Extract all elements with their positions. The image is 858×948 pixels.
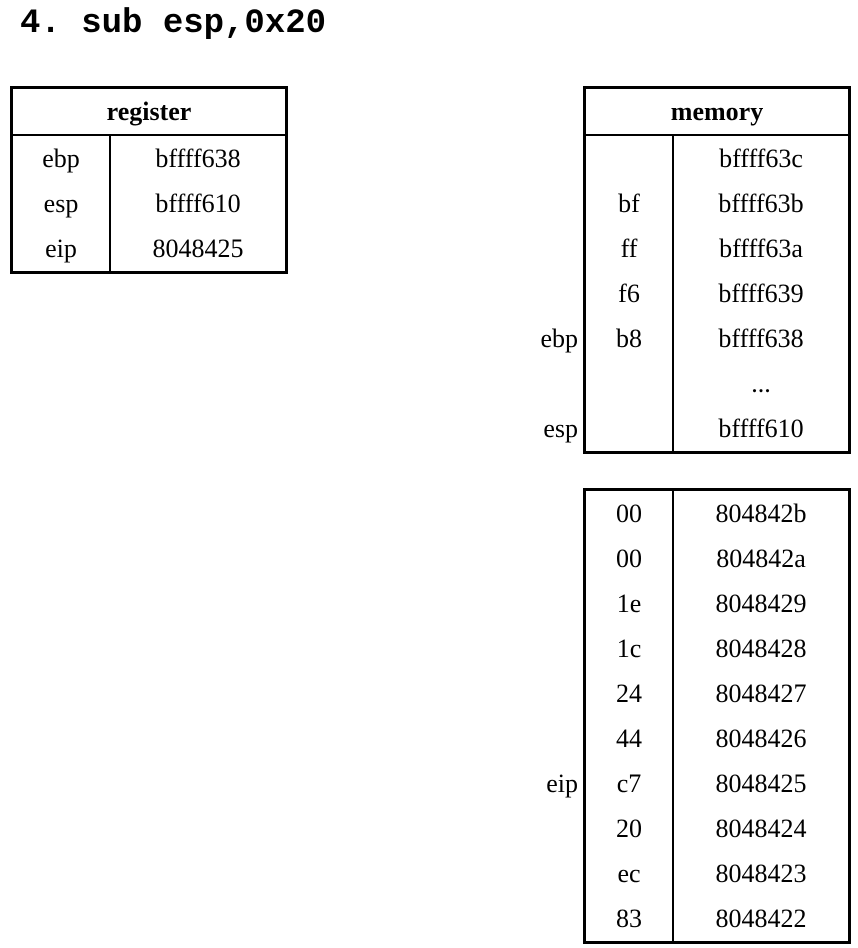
memory-byte	[584, 135, 674, 181]
memory-code-table: 00 804842b 00 804842a 1e 8048429 1c 8048428 24 80…	[583, 488, 851, 944]
code-row: c7 8048425	[584, 761, 850, 806]
memory-address: bffff610	[718, 413, 804, 443]
code-row: 24 8048427	[584, 671, 850, 716]
memory-rows: bffff63c bf bffff63b ff bffff63a f6 bffff639 b8…	[584, 135, 850, 453]
code-address: 8048429	[715, 588, 807, 618]
register-row: eip 8048425	[11, 226, 287, 273]
code-row: 1e 8048429	[584, 581, 850, 626]
pointer-esp: esp	[543, 414, 578, 443]
code-byte: 00	[584, 536, 674, 581]
register-row: esp bffff610	[11, 181, 287, 226]
code-byte: 83	[584, 896, 674, 943]
memory-byte: f6	[584, 271, 674, 316]
memory-byte: ff	[584, 226, 674, 271]
code-address: 8048428	[715, 633, 807, 663]
memory-row: f6 bffff639	[584, 271, 850, 316]
memory-byte	[584, 406, 674, 453]
code-row: ec 8048423	[584, 851, 850, 896]
memory-address: ...	[751, 368, 771, 398]
memory-byte: b8	[584, 316, 674, 361]
code-address: 8048426	[715, 723, 807, 753]
memory-header: memory	[584, 87, 850, 136]
register-name: eip	[11, 226, 111, 273]
code-byte: c7	[584, 761, 674, 806]
register-row: ebp bffff638	[11, 135, 287, 181]
code-byte: ec	[584, 851, 674, 896]
memory-byte	[584, 361, 674, 406]
code-byte: 1c	[584, 626, 674, 671]
memory-address: bffff63c	[719, 143, 803, 173]
register-name: ebp	[11, 135, 111, 181]
code-byte: 20	[584, 806, 674, 851]
code-row: 00 804842b	[584, 489, 850, 536]
register-name: esp	[11, 181, 111, 226]
memory-row: b8 bffff638	[584, 316, 850, 361]
memory-byte: bf	[584, 181, 674, 226]
code-byte: 24	[584, 671, 674, 716]
instruction-title: 4. sub esp,0x20	[20, 5, 327, 43]
memory-row: ...	[584, 361, 850, 406]
code-row: 00 804842a	[584, 536, 850, 581]
code-row: 1c 8048428	[584, 626, 850, 671]
code-address: 8048427	[715, 678, 807, 708]
code-address: 804842b	[715, 498, 807, 528]
register-value: bffff610	[155, 188, 241, 218]
code-row: 44 8048426	[584, 716, 850, 761]
code-address: 8048424	[715, 813, 807, 843]
register-value: 8048425	[152, 233, 244, 263]
register-value: bffff638	[155, 143, 241, 173]
memory-address: bffff638	[718, 323, 804, 353]
register-rows: ebp bffff638 esp bffff610 eip 8048425	[11, 135, 287, 273]
code-row: 83 8048422	[584, 896, 850, 943]
code-rows: 00 804842b 00 804842a 1e 8048429 1c 8048428 24 80…	[584, 489, 850, 943]
code-row: 20 8048424	[584, 806, 850, 851]
memory-address: bffff63a	[719, 233, 803, 263]
code-byte: 1e	[584, 581, 674, 626]
memory-address: bffff63b	[718, 188, 804, 218]
pointer-ebp: ebp	[540, 324, 578, 353]
code-address: 8048425	[715, 768, 807, 798]
code-address: 8048422	[715, 903, 807, 933]
code-byte: 00	[584, 489, 674, 536]
pointer-eip: eip	[546, 769, 578, 798]
code-address: 804842a	[716, 543, 806, 573]
register-header: register	[11, 87, 287, 136]
memory-row: ff bffff63a	[584, 226, 850, 271]
register-table: register ebp bffff638 esp bffff610 eip 804842…	[10, 86, 288, 274]
memory-row: bf bffff63b	[584, 181, 850, 226]
memory-row: bffff610	[584, 406, 850, 453]
memory-row: bffff63c	[584, 135, 850, 181]
memory-address: bffff639	[718, 278, 804, 308]
code-address: 8048423	[715, 858, 807, 888]
code-byte: 44	[584, 716, 674, 761]
